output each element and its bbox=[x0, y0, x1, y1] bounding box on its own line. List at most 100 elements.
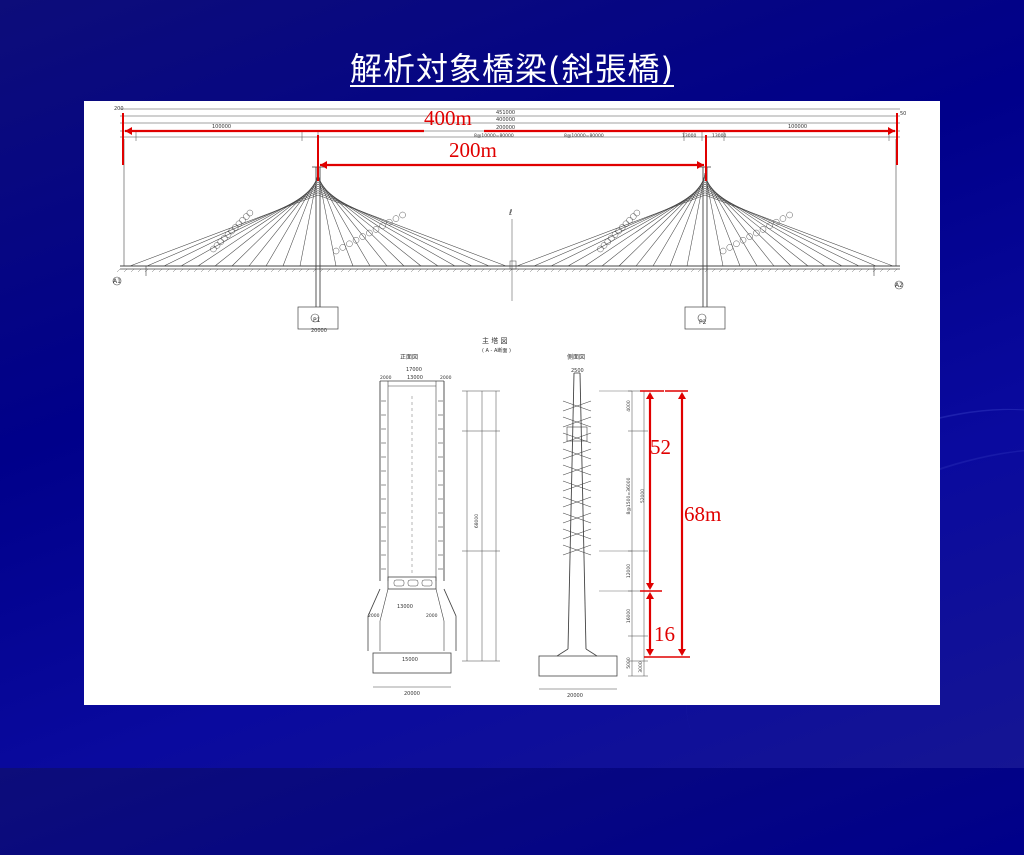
dim-top-3: 200000 bbox=[496, 125, 515, 131]
front-edge-dim: 2000 bbox=[380, 375, 392, 381]
stay-cable bbox=[533, 192, 706, 267]
deck-hatch bbox=[207, 268, 212, 273]
stay-cable bbox=[704, 175, 741, 267]
cross-beam-cell bbox=[393, 579, 405, 587]
side-cable-stub bbox=[562, 464, 592, 476]
deck-hatch bbox=[592, 268, 597, 273]
front-edge-dim-right: 2000 bbox=[440, 375, 452, 381]
deck-hatch bbox=[403, 268, 408, 273]
stay-cable bbox=[704, 192, 877, 267]
stay-cable bbox=[317, 194, 507, 267]
cable-number-marker bbox=[604, 238, 611, 246]
deck-hatch bbox=[214, 268, 219, 273]
pier-base-dim: 20000 bbox=[311, 328, 327, 334]
deck-hatch bbox=[515, 268, 520, 273]
front-footing bbox=[372, 652, 452, 674]
deck-hatch bbox=[410, 268, 415, 273]
deck-hatch bbox=[186, 268, 191, 273]
deck-hatch bbox=[144, 268, 149, 273]
red-annotations bbox=[122, 113, 898, 658]
cable-number-marker bbox=[759, 226, 767, 233]
deck-hatch bbox=[753, 268, 758, 273]
deck-hatch bbox=[494, 268, 499, 273]
deck-hatch bbox=[270, 268, 275, 273]
deck-hatch bbox=[732, 268, 737, 273]
deck-hatch bbox=[711, 268, 716, 273]
pier-left-label: P1 bbox=[313, 317, 321, 324]
pylon-front-view bbox=[367, 380, 500, 688]
tower-lower-arrowhead bbox=[646, 592, 654, 599]
deck-hatch bbox=[193, 268, 198, 273]
deck-hatch bbox=[277, 268, 282, 273]
deck-hatch bbox=[319, 268, 324, 273]
front-base-dim: 20000 bbox=[404, 691, 420, 697]
dim-top-2: 400000 bbox=[496, 117, 515, 123]
deck-hatch bbox=[424, 268, 429, 273]
deck-hatch bbox=[893, 268, 898, 273]
cable-number-marker bbox=[608, 234, 615, 242]
tower-total-label: 68m bbox=[684, 502, 721, 526]
deck-hatch bbox=[445, 268, 450, 273]
side-base-dim: 20000 bbox=[567, 693, 583, 699]
deck-hatch bbox=[473, 268, 478, 273]
cable-number-marker bbox=[719, 247, 727, 255]
deck-hatch bbox=[571, 268, 576, 273]
deck-hatch bbox=[564, 268, 569, 273]
stay-cable bbox=[669, 175, 706, 267]
deck-hatch bbox=[221, 268, 226, 273]
deck-hatch bbox=[249, 268, 254, 273]
cross-beam-cell bbox=[407, 579, 419, 587]
dim-pylon-seg: 13000 bbox=[682, 133, 696, 139]
deck-hatch bbox=[662, 268, 667, 273]
cable-number-marker bbox=[746, 233, 753, 240]
stay-cable bbox=[584, 185, 706, 267]
side-cable-stub bbox=[562, 496, 592, 508]
deck-hatch bbox=[872, 268, 877, 273]
side-cable-stub bbox=[562, 400, 592, 412]
front-lower-leg-left-outer bbox=[367, 588, 381, 617]
deck-hatch bbox=[767, 268, 772, 273]
abutment-right-label: A2 bbox=[895, 282, 903, 289]
stay-cable bbox=[317, 175, 354, 267]
deck-hatch bbox=[326, 268, 331, 273]
stay-cable bbox=[197, 185, 319, 267]
deck-hatch bbox=[256, 268, 261, 273]
deck-hatch bbox=[466, 268, 471, 273]
deck-hatch bbox=[347, 268, 352, 273]
deck-hatch bbox=[522, 268, 527, 273]
dim-small-left: 200 bbox=[114, 106, 124, 112]
deck-hatch bbox=[669, 268, 674, 273]
stay-cable bbox=[282, 175, 319, 267]
total-span-arrowhead bbox=[125, 127, 132, 135]
stay-cable bbox=[299, 172, 319, 267]
deck-hatch bbox=[536, 268, 541, 273]
deck-hatch bbox=[333, 268, 338, 273]
stay-cable bbox=[686, 172, 706, 267]
deck-hatch bbox=[683, 268, 688, 273]
stay-cable bbox=[550, 190, 706, 267]
stay-cable bbox=[163, 190, 319, 267]
cable-number-marker bbox=[633, 209, 641, 217]
deck-hatch bbox=[781, 268, 786, 273]
deck-hatch bbox=[802, 268, 807, 273]
deck-hatch bbox=[809, 268, 814, 273]
tower-total-arrowhead bbox=[678, 392, 686, 399]
deck-hatch bbox=[228, 268, 233, 273]
deck-hatch bbox=[284, 268, 289, 273]
front-width-dim: 17000 bbox=[406, 367, 422, 373]
deck-hatch bbox=[851, 268, 856, 273]
tower-lower-arrowhead bbox=[646, 649, 654, 656]
stay-cable bbox=[704, 188, 843, 267]
front-lower-leg-right-outer bbox=[443, 588, 457, 617]
dim-small-right: 50 bbox=[900, 111, 906, 117]
deck-hatch bbox=[459, 268, 464, 273]
center-span-label: 200m bbox=[449, 138, 497, 162]
abutment-left-label: A1 bbox=[113, 278, 121, 285]
pylon-left-footing bbox=[297, 306, 339, 330]
cable-number-marker bbox=[786, 211, 793, 219]
deck-hatch bbox=[718, 268, 723, 273]
pier-right-label: P2 bbox=[699, 319, 707, 326]
stay-cable bbox=[317, 188, 456, 267]
